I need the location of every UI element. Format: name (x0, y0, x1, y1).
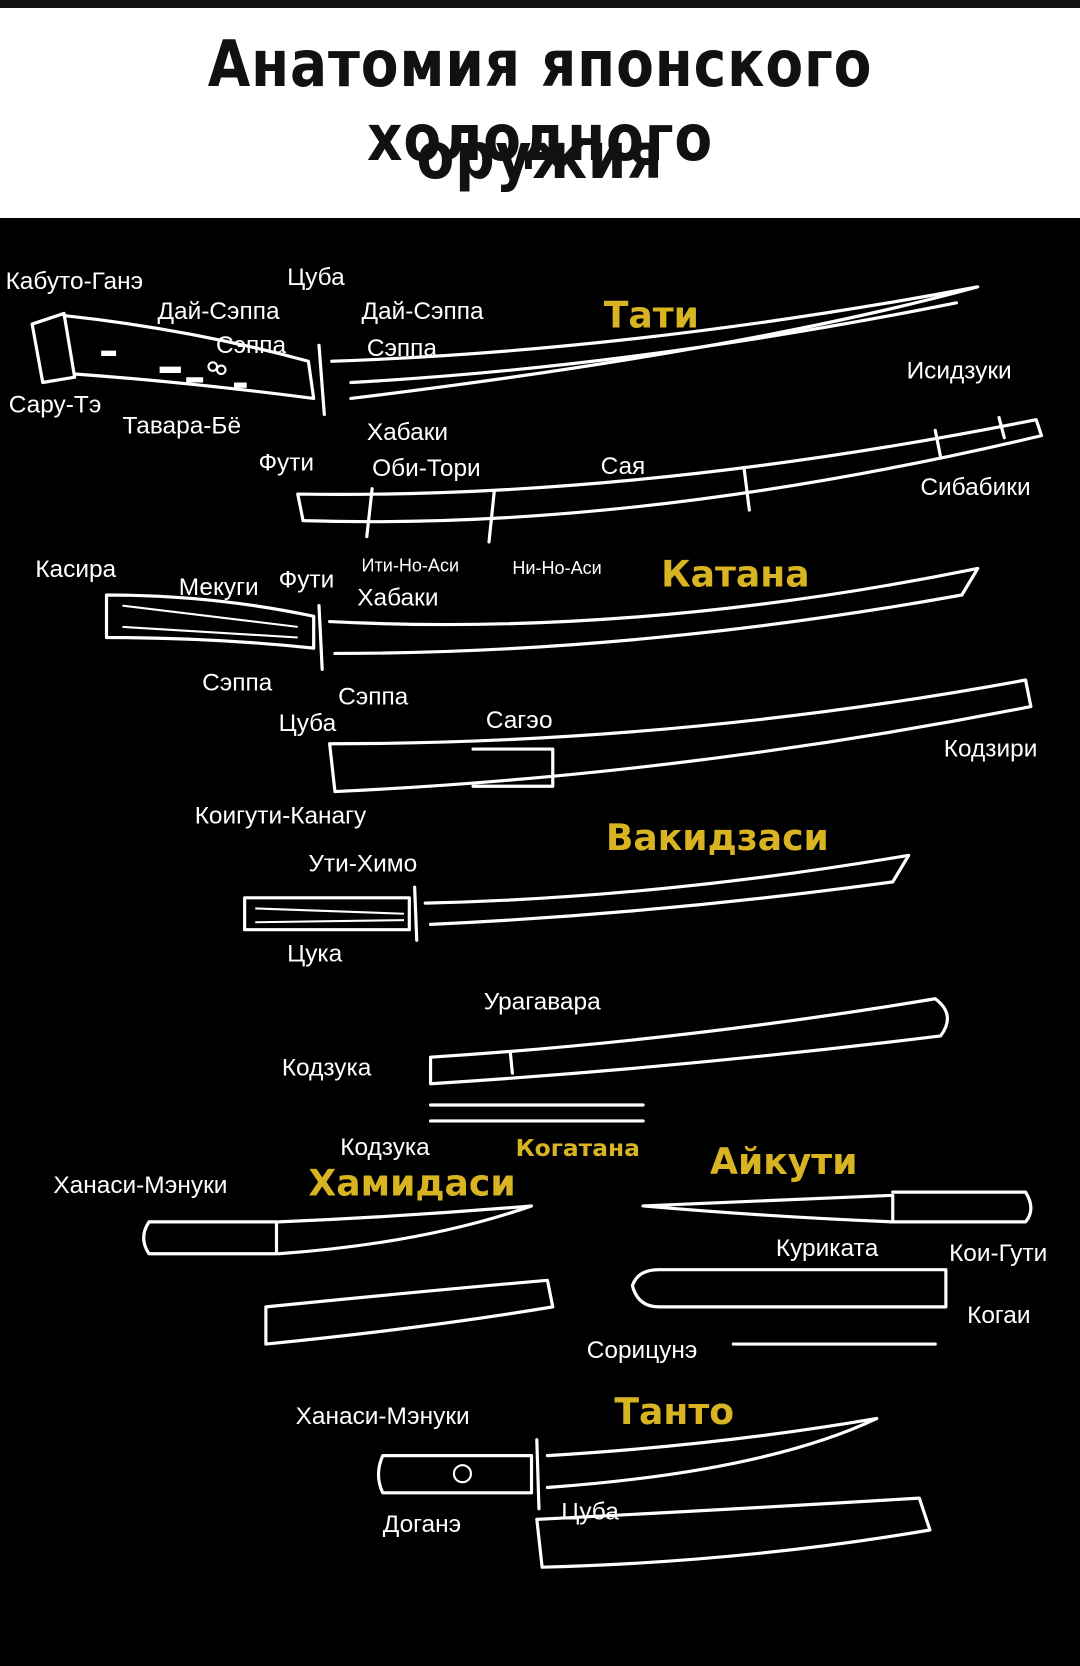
title-hamidashi: Хамидаси (308, 1161, 515, 1204)
label-koi-guchi: Кои-Гути (949, 1240, 1047, 1267)
label-tsuka: Цука (287, 941, 342, 968)
label-sageo: Сагэо (486, 707, 553, 734)
wakizashi-sword-drawing (243, 853, 911, 942)
label-tsuba: Цуба (561, 1498, 619, 1525)
label-mekugi: Мекуги (179, 574, 259, 601)
tanto-drawing (376, 1416, 932, 1569)
label-tsuba: Цуба (279, 710, 337, 737)
label-dai-seppa: Дай-Сэппа (362, 298, 484, 325)
label-seppa: Сэппа (338, 683, 409, 710)
label-habaki: Хабаки (367, 419, 448, 446)
label-kabuto-gane: Кабуто-Ганэ (6, 268, 143, 295)
label-tsuba: Цуба (287, 264, 345, 291)
label-soritsune: Сорицунэ (587, 1337, 698, 1364)
label-seppa: Сэппа (202, 670, 273, 697)
label-kozuka: Кодзука (282, 1054, 372, 1081)
label-hanashi-menuki: Ханаси-Мэнуки (53, 1172, 227, 1199)
label-dogane: Доганэ (383, 1511, 461, 1538)
hamidashi-drawing (142, 1204, 555, 1346)
label-kogai: Когаи (967, 1302, 1030, 1329)
label-koiguchi-kanagu: Коигути-Канагу (195, 802, 367, 829)
title-kogatana: Когатана (516, 1134, 640, 1162)
kozuka-drawing (428, 997, 949, 1123)
label-ni-no-ashi: Ни-Но-Аси (512, 558, 601, 578)
katana-sword-drawing (104, 566, 1033, 794)
label-obi-tori: Оби-Тори (372, 455, 481, 482)
label-hanashi-menuki: Ханаси-Мэнуки (296, 1403, 470, 1430)
label-ichi-no-ashi: Ити-Но-Аси (362, 556, 460, 576)
label-tawara-byo: Тавара-Бё (122, 413, 241, 440)
label-habaki: Хабаки (357, 585, 438, 612)
label-kojiri: Кодзири (944, 736, 1038, 763)
page-title-line-2: оружия (416, 120, 664, 194)
label-shibabiki: Сибабики (920, 474, 1030, 501)
label-saru-te: Сару-Тэ (9, 391, 102, 418)
label-kurikata: Курикатa (776, 1235, 879, 1262)
label-kashira: Касира (35, 556, 116, 583)
label-seppa: Сэппа (367, 335, 438, 362)
title-tati: Тати (604, 293, 699, 336)
title-aikuchi: Айкути (710, 1140, 858, 1183)
label-futi: Фути (258, 450, 314, 477)
label-uragawara: Урагавара (484, 988, 601, 1015)
label-seppa: Сэппа (216, 332, 287, 359)
tati-sword-drawing (30, 285, 1044, 544)
label-ishizuki: Исидзуки (907, 357, 1012, 384)
label-futi: Фути (279, 567, 335, 594)
aikuchi-drawing (630, 1190, 1033, 1346)
label-dai-seppa: Дай-Сэппа (158, 298, 280, 325)
title-tanto: Танто (614, 1390, 734, 1433)
title-katana: Катана (661, 553, 810, 596)
label-kozuka: Кодзука (340, 1134, 430, 1161)
header: Анатомия японского холодного оружия (0, 0, 1080, 218)
title-wakizashi: Вакидзаси (606, 816, 829, 859)
label-uchi-himo: Ути-Химо (308, 850, 417, 877)
label-saya: Сая (601, 453, 646, 480)
page-title-line-1: Анатомия японского холодного (207, 28, 873, 176)
